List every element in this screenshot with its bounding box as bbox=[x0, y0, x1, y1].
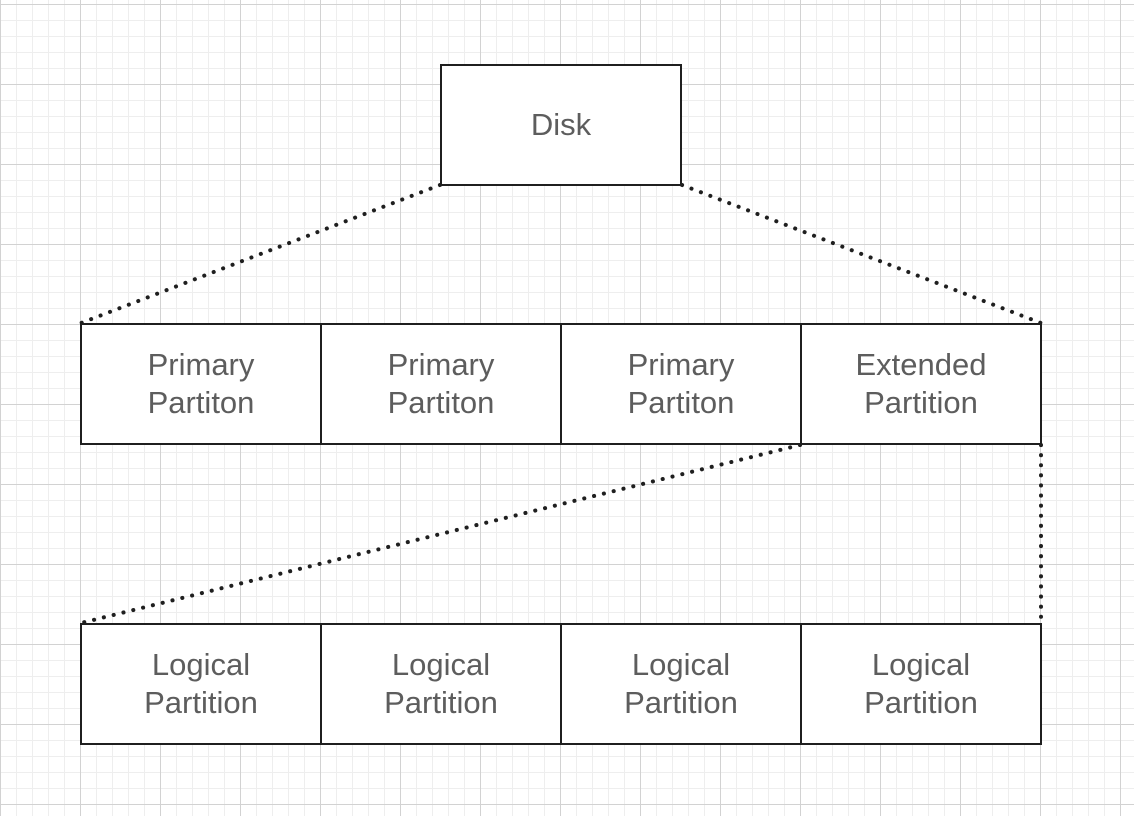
primary-partition-label: Primary Partiton bbox=[387, 347, 495, 420]
disk-label: Disk bbox=[530, 107, 592, 142]
disk-node[interactable]: Disk bbox=[440, 64, 682, 186]
primary-partition-label: Primary Partiton bbox=[147, 347, 255, 420]
logical-partition-node[interactable]: Logical Partition bbox=[800, 623, 1042, 745]
logical-partition-label: Logical Partition bbox=[864, 647, 978, 720]
logical-partition-row: Logical Partition Logical Partition Logi… bbox=[80, 623, 1042, 745]
connector-disk-to-primary-right bbox=[680, 183, 1043, 325]
logical-partition-label: Logical Partition bbox=[384, 647, 498, 720]
extended-partition-node[interactable]: Extended Partition bbox=[800, 323, 1042, 445]
logical-partition-node[interactable]: Logical Partition bbox=[80, 623, 322, 745]
primary-partition-row: Primary Partiton Primary Partiton Primar… bbox=[80, 323, 1042, 445]
logical-partition-label: Logical Partition bbox=[144, 647, 258, 720]
logical-partition-node[interactable]: Logical Partition bbox=[320, 623, 562, 745]
logical-partition-label: Logical Partition bbox=[624, 647, 738, 720]
logical-partition-node[interactable]: Logical Partition bbox=[560, 623, 802, 745]
connector-disk-to-primary-left bbox=[79, 183, 442, 325]
connector-extended-to-logical-left bbox=[79, 443, 802, 625]
primary-partition-node[interactable]: Primary Partiton bbox=[560, 323, 802, 445]
primary-partition-label: Primary Partiton bbox=[627, 347, 735, 420]
extended-partition-label: Extended Partition bbox=[855, 347, 987, 420]
primary-partition-node[interactable]: Primary Partiton bbox=[80, 323, 322, 445]
primary-partition-node[interactable]: Primary Partiton bbox=[320, 323, 562, 445]
